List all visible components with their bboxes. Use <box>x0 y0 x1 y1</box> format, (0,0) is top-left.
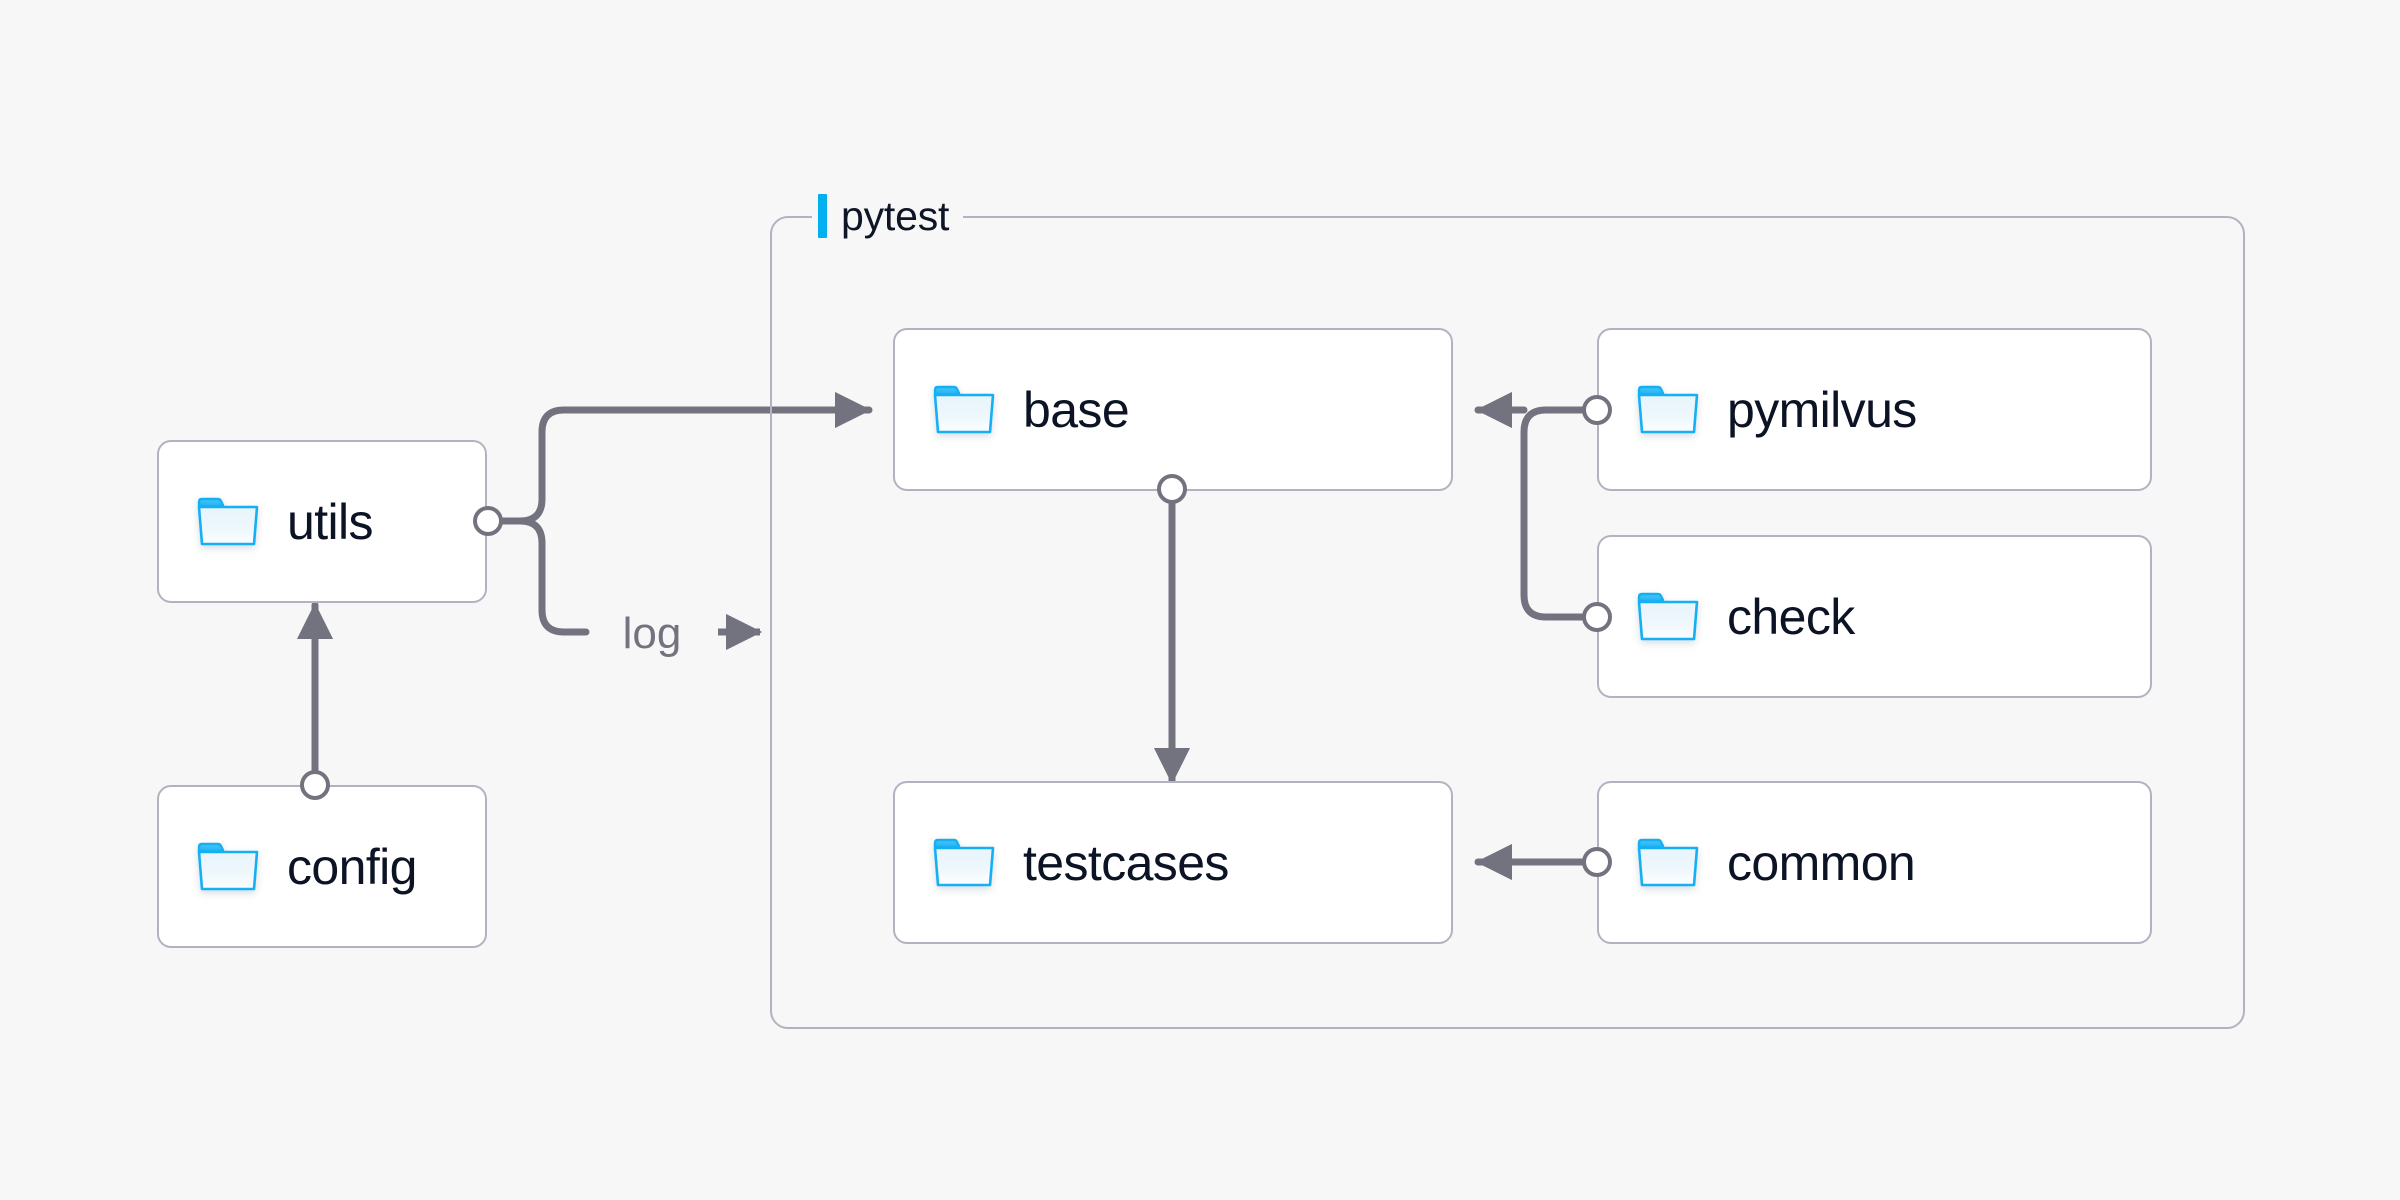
node-config[interactable]: config <box>157 785 487 948</box>
node-common[interactable]: common <box>1597 781 2152 944</box>
node-check-label: check <box>1727 588 1855 645</box>
port-common-left[interactable] <box>1582 847 1612 877</box>
folder-icon <box>1637 838 1699 886</box>
folder-icon <box>933 385 995 433</box>
node-utils[interactable]: utils <box>157 440 487 603</box>
port-utils-right[interactable] <box>473 506 503 536</box>
node-testcases-label: testcases <box>1023 834 1229 891</box>
folder-icon <box>197 497 259 545</box>
node-common-label: common <box>1727 834 1916 891</box>
node-check[interactable]: check <box>1597 535 2152 698</box>
pytest-group-label-text: pytest <box>841 192 950 239</box>
port-config-top[interactable] <box>300 770 330 800</box>
node-utils-label: utils <box>287 493 374 550</box>
folder-icon <box>197 842 259 890</box>
node-config-label: config <box>287 838 417 895</box>
folder-icon <box>1637 385 1699 433</box>
node-pymilvus-label: pymilvus <box>1727 381 1917 438</box>
edge-label-log: log <box>622 609 682 658</box>
vertical-bar-accent-icon <box>818 194 827 238</box>
port-pymilvus-left[interactable] <box>1582 395 1612 425</box>
node-base-label: base <box>1023 381 1130 438</box>
folder-icon <box>933 838 995 886</box>
port-base-bottom[interactable] <box>1157 474 1187 504</box>
port-check-left[interactable] <box>1582 602 1612 632</box>
folder-icon <box>1637 592 1699 640</box>
pytest-group-container <box>770 216 2245 1029</box>
pytest-group-label: pytest <box>812 192 964 239</box>
node-base[interactable]: base <box>893 328 1453 491</box>
edge-utils-to-pytest-log <box>484 517 590 636</box>
node-pymilvus[interactable]: pymilvus <box>1597 328 2152 491</box>
node-testcases[interactable]: testcases <box>893 781 1453 944</box>
